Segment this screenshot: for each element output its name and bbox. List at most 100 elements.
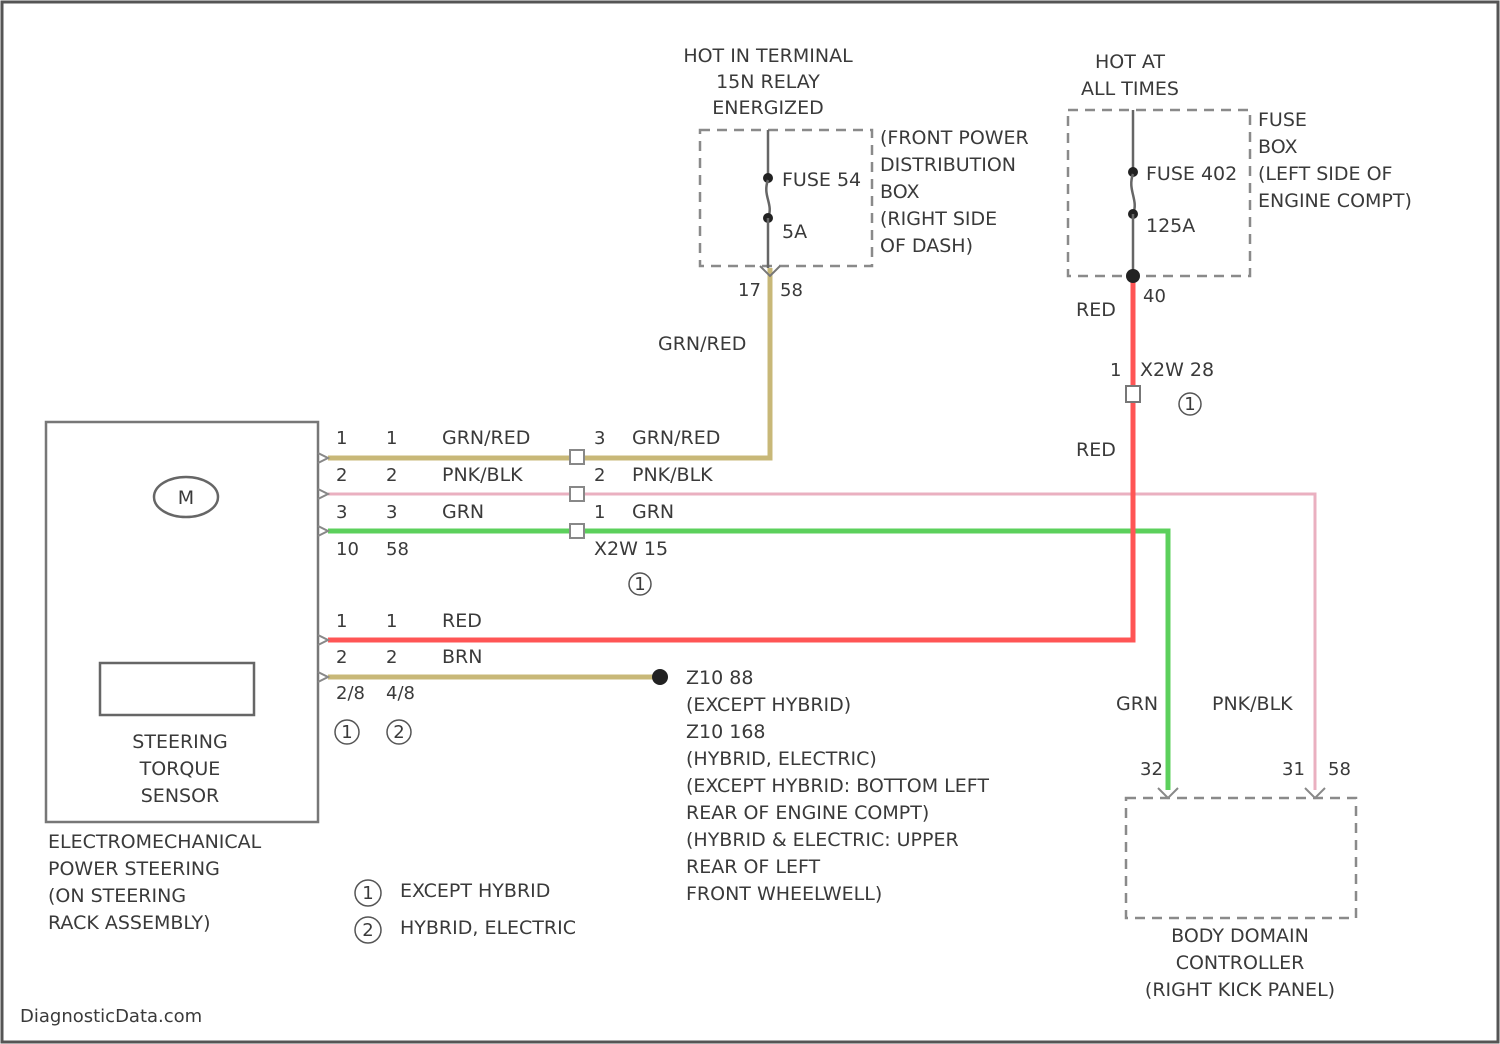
x2w28-name: X2W 28 xyxy=(1140,359,1214,381)
motor-symbol: M xyxy=(178,487,194,509)
conn-a-left-id: 10 xyxy=(336,539,359,560)
conn-b-row1-color: RED xyxy=(442,610,482,632)
fuse-54-name: FUSE 54 xyxy=(782,169,861,191)
conn-a-row2-pin: 2 xyxy=(594,465,605,486)
sensor-label-1: STEERING xyxy=(132,731,227,753)
fpdb-label-1: (FRONT POWER xyxy=(880,127,1029,149)
eps-name-2: POWER STEERING xyxy=(48,858,220,880)
conn-b-row2-p1: 2 xyxy=(336,647,347,668)
ground-line-6: REAR OF ENGINE COMPT) xyxy=(686,802,929,824)
x2w15-name: X2W 15 xyxy=(594,538,668,560)
conn-a-row2-p2: 2 xyxy=(386,465,397,486)
fuse-54-symbol xyxy=(766,180,769,218)
fuse-402-group: HOT AT ALL TIMES FUSE 402 125A FUSE BOX … xyxy=(1068,51,1412,461)
conn-a-row3-color: GRN xyxy=(442,501,484,523)
fpdb-label-2: DISTRIBUTION xyxy=(880,154,1016,176)
fuse-402-name: FUSE 402 xyxy=(1146,163,1237,185)
ign-header-2: 15N RELAY xyxy=(716,71,820,93)
fuse-402-symbol xyxy=(1131,174,1134,214)
sensor-label-2: TORQUE xyxy=(139,758,221,780)
conn-a-row3-color2: GRN xyxy=(632,501,674,523)
conn-b-note-right: 2 xyxy=(393,722,404,743)
conn-b-note-left: 1 xyxy=(341,722,352,743)
x2w28-pin: 1 xyxy=(1110,360,1121,381)
bdc-wire-pnk-label: PNK/BLK xyxy=(1212,693,1293,715)
conn-b-row1-p2: 1 xyxy=(386,611,397,632)
fpdb-label-5: OF DASH) xyxy=(880,235,973,257)
legend-1-text: EXCEPT HYBRID xyxy=(400,880,550,902)
fusebox-label-2: BOX xyxy=(1258,136,1297,158)
front-power-dist-box xyxy=(700,130,872,266)
conn-a-row3-p1: 3 xyxy=(336,502,347,523)
fuse-54-rating: 5A xyxy=(782,221,807,243)
bdc-name-1: BODY DOMAIN xyxy=(1171,925,1309,947)
eps-name-4: RACK ASSEMBLY) xyxy=(48,912,211,934)
ground-line-3: Z10 168 xyxy=(686,721,766,743)
batt-header-1: HOT AT xyxy=(1095,51,1165,73)
fuse-54-pin-right: 58 xyxy=(780,280,803,301)
x2w15-pin1 xyxy=(570,524,584,538)
bdc-box xyxy=(1126,798,1356,918)
fusebox-label-4: ENGINE COMPT) xyxy=(1258,190,1412,212)
x2w15-pin2 xyxy=(570,487,584,501)
batt-header-2: ALL TIMES xyxy=(1081,78,1179,100)
grn-red-vertical-label: GRN/RED xyxy=(658,333,746,355)
x2w28-connector xyxy=(1126,386,1140,402)
ground-line-5: (EXCEPT HYBRID: BOTTOM LEFT xyxy=(686,775,989,797)
fuse-54-group: HOT IN TERMINAL 15N RELAY ENERGIZED FUSE… xyxy=(658,45,1029,355)
conn-b-right-id: 4/8 xyxy=(386,683,415,704)
eps-name-3: (ON STEERING xyxy=(48,885,186,907)
conn-b-row2-color: BRN xyxy=(442,646,482,668)
conn-a-right-id: 58 xyxy=(386,539,409,560)
ground-line-9: FRONT WHEELWELL) xyxy=(686,883,882,905)
fuse-402-pin: 40 xyxy=(1143,286,1166,307)
ground-line-8: REAR OF LEFT xyxy=(686,856,821,878)
ground-line-7: (HYBRID & ELECTRIC: UPPER xyxy=(686,829,959,851)
body-domain-controller: GRN PNK/BLK 32 31 58 BODY DOMAIN CONTROL… xyxy=(1116,693,1356,1001)
steering-torque-sensor-box xyxy=(100,663,254,715)
bdc-name-2: CONTROLLER xyxy=(1176,952,1305,974)
x2w15-note: 1 xyxy=(634,574,645,595)
bdc-pin-58: 58 xyxy=(1328,759,1351,780)
eps-module: M STEERING TORQUE SENSOR ELECTROMECHANIC… xyxy=(46,422,318,934)
watermark: DiagnosticData.com xyxy=(20,1006,202,1027)
ground-point xyxy=(652,669,668,685)
conn-a-row1-pin: 3 xyxy=(594,428,605,449)
red-top-label: RED xyxy=(1076,299,1116,321)
conn-a-row2-color2: PNK/BLK xyxy=(632,464,713,486)
conn-b-row1-p1: 1 xyxy=(336,611,347,632)
conn-a-row1-color2: GRN/RED xyxy=(632,427,720,449)
ground-line-4: (HYBRID, ELECTRIC) xyxy=(686,748,877,770)
fpdb-label-4: (RIGHT SIDE xyxy=(880,208,997,230)
module-pin-markers xyxy=(318,453,328,682)
fpdb-label-3: BOX xyxy=(880,181,919,203)
x2w28-note: 1 xyxy=(1184,394,1195,415)
fuse-54-pin-left: 17 xyxy=(738,280,761,301)
fuse-402-splice xyxy=(1126,269,1140,283)
bdc-wire-grn-label: GRN xyxy=(1116,693,1158,715)
conn-a-row1-p1: 1 xyxy=(336,428,347,449)
bdc-pin-31: 31 xyxy=(1282,759,1305,780)
conn-b-row2-p2: 2 xyxy=(386,647,397,668)
legend-2-num: 2 xyxy=(362,920,373,941)
conn-a-row1-p2: 1 xyxy=(386,428,397,449)
eps-name-1: ELECTROMECHANICAL xyxy=(48,831,262,853)
conn-b-left-id: 2/8 xyxy=(336,683,365,704)
eps-connector-a: 1 1 GRN/RED 3 GRN/RED 2 2 PNK/BLK 2 PNK/… xyxy=(336,427,720,595)
conn-a-row2-p1: 2 xyxy=(336,465,347,486)
sensor-label-3: SENSOR xyxy=(141,785,220,807)
fuse-402-rating: 125A xyxy=(1146,215,1195,237)
ground-group: Z10 88 (EXCEPT HYBRID) Z10 168 (HYBRID, … xyxy=(652,667,989,905)
conn-a-row2-color: PNK/BLK xyxy=(442,464,523,486)
conn-a-row1-color: GRN/RED xyxy=(442,427,530,449)
conn-a-row3-pin: 1 xyxy=(594,502,605,523)
ign-header-1: HOT IN TERMINAL xyxy=(683,45,853,67)
bdc-pin-32: 32 xyxy=(1140,759,1163,780)
ground-line-1: Z10 88 xyxy=(686,667,753,689)
fusebox-label-3: (LEFT SIDE OF xyxy=(1258,163,1392,185)
conn-a-row3-p2: 3 xyxy=(386,502,397,523)
legend-2-text: HYBRID, ELECTRIC xyxy=(400,917,576,939)
fusebox-label-1: FUSE xyxy=(1258,109,1307,131)
legend: 1 EXCEPT HYBRID 2 HYBRID, ELECTRIC xyxy=(355,880,576,943)
